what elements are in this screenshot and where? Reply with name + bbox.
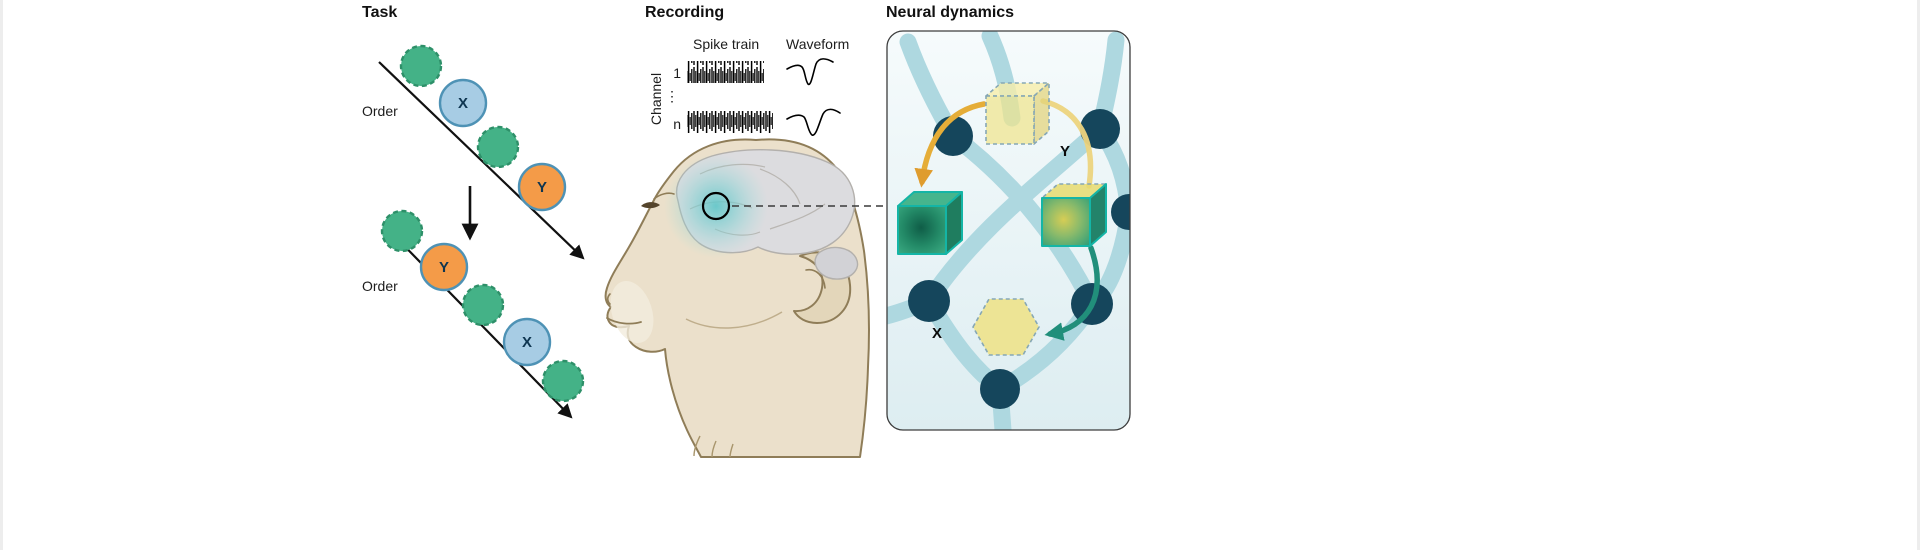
- dynamics-panel-content: Y X: [887, 31, 1130, 430]
- stimulus-circle-y: [419, 242, 469, 292]
- stimulus-circle-distractor: [399, 44, 443, 88]
- sequence-order-arrow: [378, 61, 585, 260]
- stimulus-circle-distractor: [541, 359, 585, 403]
- task-sequence-second: Order Y X: [362, 209, 585, 419]
- network-node: [980, 369, 1020, 409]
- state-y-label: Y: [1060, 143, 1070, 160]
- state-cube-x: [972, 298, 1040, 356]
- stimulus-circle-distractor: [380, 209, 424, 253]
- recording-site-glow: [664, 154, 768, 258]
- spike-train-channel-n: [687, 111, 773, 133]
- page-edge-left: [0, 0, 3, 550]
- page-edge-right: [1917, 0, 1920, 550]
- stimulus-x-label: X: [458, 95, 468, 112]
- stimulus-circle-distractor: [461, 283, 505, 327]
- stimulus-y-label: Y: [439, 259, 449, 276]
- state-x-label: X: [932, 325, 942, 342]
- network-edge: [920, 120, 1109, 310]
- spike-train-channel-1: [687, 61, 764, 83]
- transition-arrow-yellow: [914, 101, 987, 188]
- network-nodes: [908, 109, 1130, 409]
- stimulus-circle-y: [517, 162, 567, 212]
- task-title: Task: [362, 4, 397, 21]
- order-label: Order: [362, 278, 398, 294]
- monkey-nostril: [606, 293, 611, 305]
- waveform-label: Waveform: [786, 36, 849, 52]
- channel-1-label: 1: [673, 65, 681, 81]
- network-edge: [944, 127, 1101, 313]
- state-cube-y: [985, 82, 1050, 145]
- channel-ellipsis: ⋮: [665, 88, 679, 104]
- order-label: Order: [362, 103, 398, 119]
- network-node: [1080, 109, 1120, 149]
- state-cube-right-green: [1041, 183, 1107, 247]
- recording-title: Recording: [645, 4, 724, 21]
- dynamics-panel-frame: [886, 30, 1131, 431]
- neural-dynamics-panel: Neural dynamics: [886, 4, 1131, 431]
- waveform-channel-n: [786, 108, 841, 136]
- cerebellum-illustration: [814, 246, 859, 280]
- stimulus-y-label: Y: [537, 179, 547, 196]
- recording-site-circle: [701, 191, 731, 221]
- monkey-ear-inner-line: [805, 268, 826, 289]
- stimulus-circle-x: [438, 78, 488, 128]
- state-cube-left-green: [897, 191, 963, 255]
- monkey-muzzle-shading: [610, 280, 654, 344]
- cube-front-face: [985, 95, 1035, 145]
- spike-train-label: Spike train: [693, 36, 759, 52]
- network-node: [1111, 194, 1130, 230]
- monkey-cheek-line: [685, 311, 783, 329]
- waveform-channel-1: [786, 58, 834, 86]
- channel-axis-label: Channel: [648, 73, 664, 125]
- cube-front-face: [1041, 197, 1091, 247]
- neural-dynamics-title: Neural dynamics: [886, 4, 1014, 21]
- recording-panel: Recording Spike train Waveform Channel 1…: [604, 4, 885, 458]
- transition-arrow-teal: [1044, 245, 1100, 341]
- transition-arc-pale-yellow: [1040, 98, 1094, 189]
- stimulus-circle-distractor: [476, 125, 520, 169]
- monkey-neck-fur: [693, 435, 734, 458]
- monkey-mouth: [606, 317, 642, 325]
- cube-side-face: [1033, 82, 1050, 145]
- monkey-brow-line: [653, 192, 675, 200]
- channel-n-label: n: [673, 116, 681, 132]
- task-sequence-first: Order X Y: [362, 44, 585, 260]
- task-panel: Task Order X Y Order Y X: [362, 4, 585, 419]
- stimulus-x-label: X: [522, 334, 532, 351]
- network-node: [908, 280, 950, 322]
- monkey-eye: [641, 202, 660, 209]
- cube-front-face: [897, 205, 947, 255]
- monkey-head-illustration: [604, 138, 885, 458]
- stimulus-circle-x: [502, 317, 552, 367]
